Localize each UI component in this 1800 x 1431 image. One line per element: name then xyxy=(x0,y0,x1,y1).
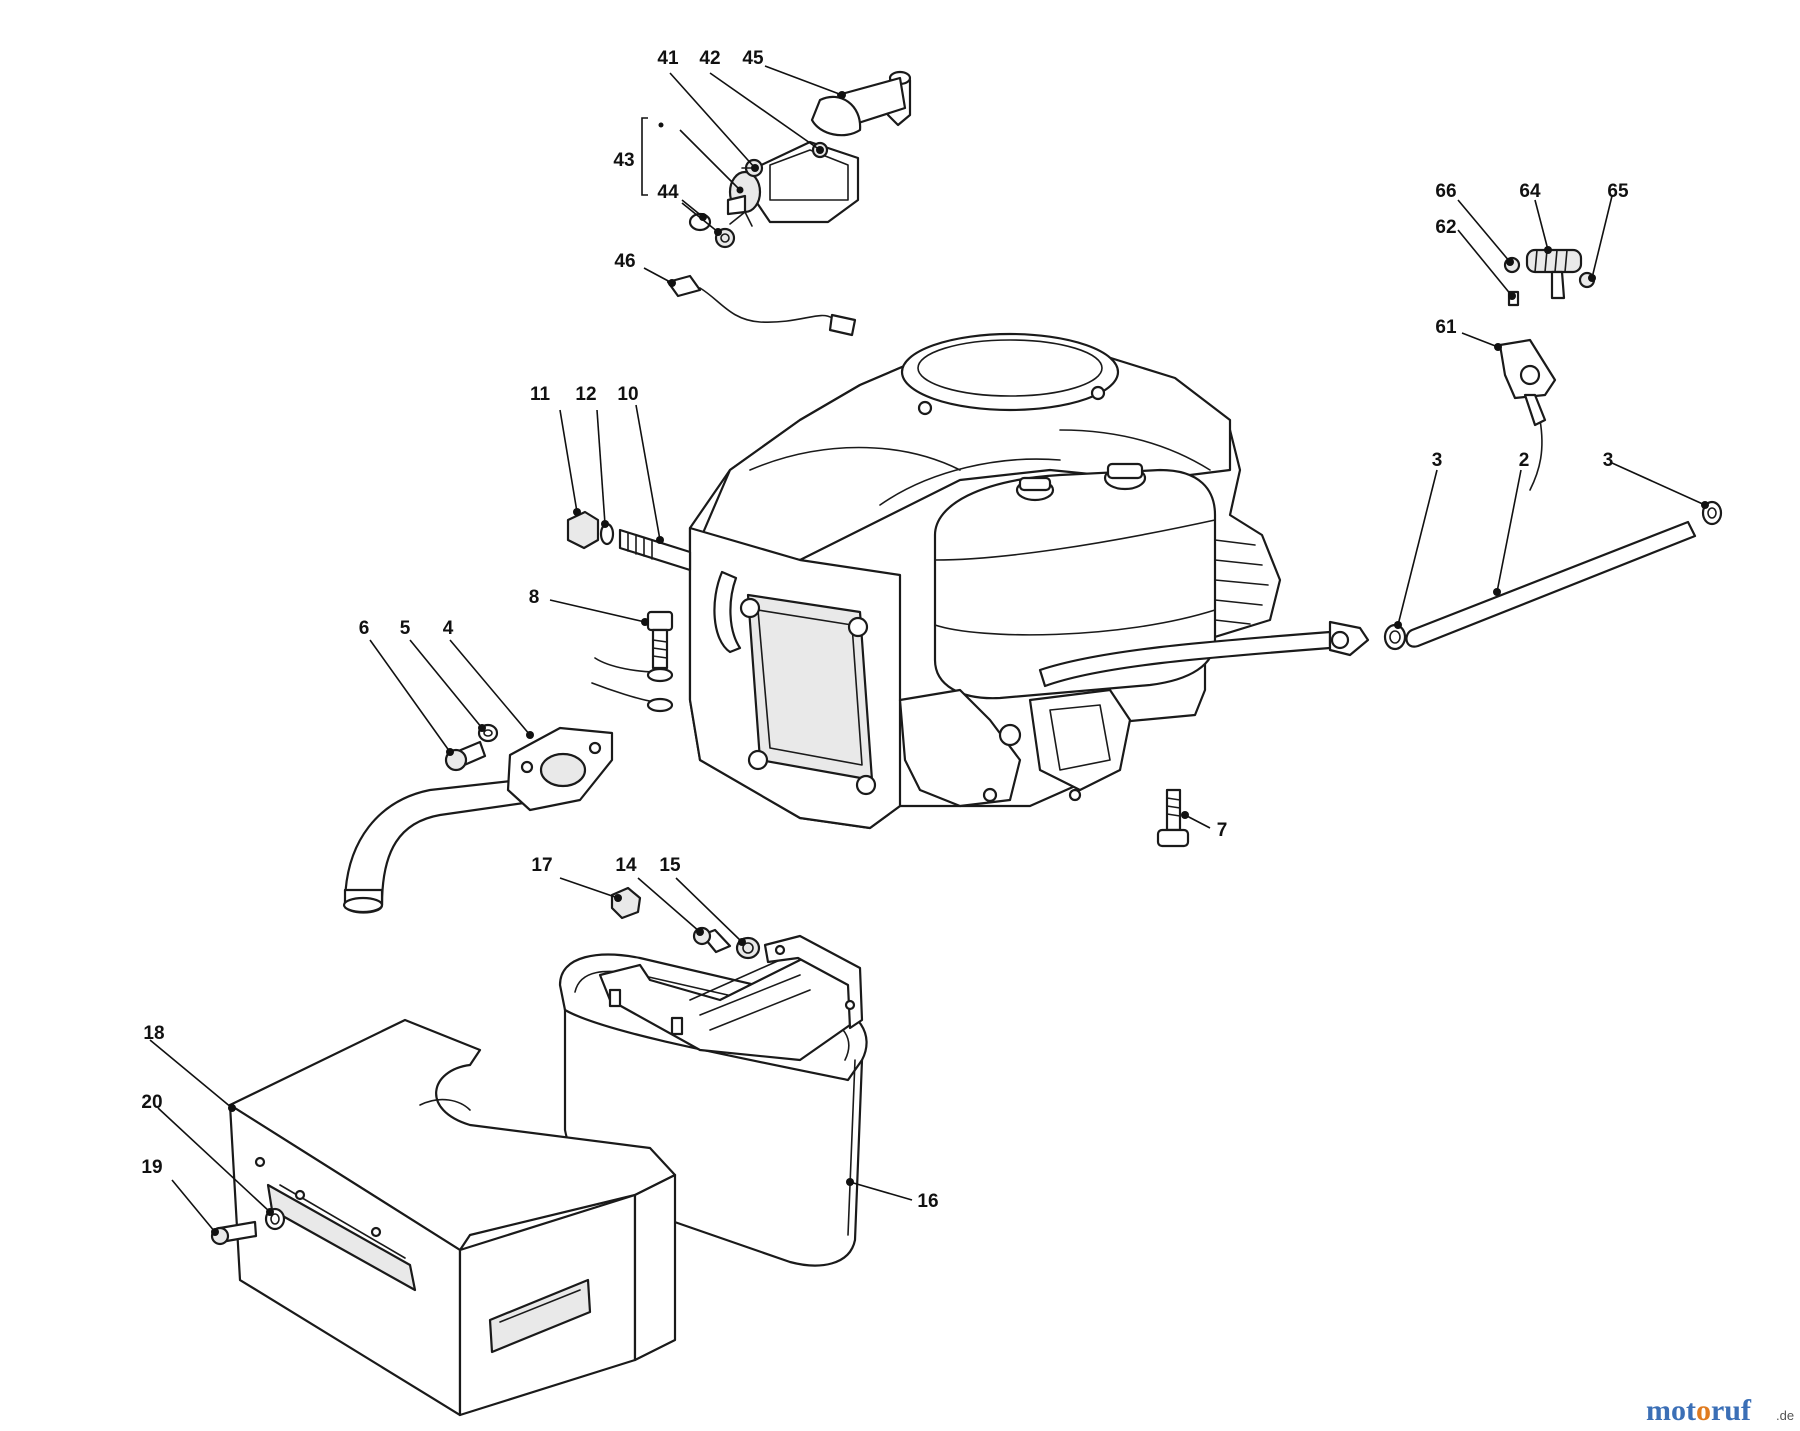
leader-46 xyxy=(643,267,673,284)
callout-43: 43 xyxy=(613,150,634,171)
callout-66: 66 xyxy=(1435,181,1456,202)
callout-15: 15 xyxy=(659,855,681,876)
leader-45 xyxy=(764,65,843,96)
callout-3-right: 3 xyxy=(1603,450,1614,471)
bolt-7 xyxy=(1156,788,1190,848)
leader-44 xyxy=(681,199,704,218)
callout-44: 44 xyxy=(657,182,679,203)
callout-64: 64 xyxy=(1519,181,1541,202)
callout-45: 45 xyxy=(742,48,764,69)
callout-6: 6 xyxy=(359,618,370,639)
leader-12 xyxy=(596,409,606,525)
leader-42 xyxy=(709,72,821,151)
callout-10: 10 xyxy=(617,384,638,405)
fuel-line-assembly xyxy=(1038,500,1723,688)
callout-42: 42 xyxy=(699,48,720,69)
leader-65 xyxy=(1591,195,1613,279)
watermark-brand-part: ruf xyxy=(1711,1394,1752,1427)
leader-2 xyxy=(1496,469,1522,593)
fastener-group-14-15-17 xyxy=(610,886,761,960)
leader-43 xyxy=(679,129,741,191)
leader-17 xyxy=(559,877,619,899)
leader-41 xyxy=(669,72,756,169)
solenoid-assembly xyxy=(666,70,912,337)
exhaust-pipe-assembly xyxy=(342,723,614,914)
callout-7: 7 xyxy=(1217,820,1228,841)
leader-10 xyxy=(635,404,661,541)
leader-20 xyxy=(157,1107,271,1213)
leader-61 xyxy=(1461,332,1499,348)
bolt-8-assembly xyxy=(591,610,674,713)
engine-assembly xyxy=(688,332,1282,830)
callout-18: 18 xyxy=(143,1023,164,1044)
callout-11: 11 xyxy=(530,384,551,405)
callout-65: 65 xyxy=(1607,181,1629,202)
callout-62: 62 xyxy=(1435,217,1456,238)
leader-8 xyxy=(549,599,646,623)
callout-16: 16 xyxy=(917,1191,938,1212)
callout-3-left: 3 xyxy=(1432,450,1443,471)
callout-46: 46 xyxy=(614,251,635,272)
leader-4 xyxy=(449,639,531,736)
leader-16 xyxy=(849,1181,913,1201)
watermark-suffix: .de xyxy=(1776,1408,1794,1423)
leader-6 xyxy=(369,639,451,753)
callout-17: 17 xyxy=(531,855,552,876)
leader-18 xyxy=(149,1039,233,1109)
callout-61: 61 xyxy=(1435,317,1457,338)
leader-14 xyxy=(637,877,701,933)
leader-5 xyxy=(409,639,483,729)
bracket-43 xyxy=(641,117,648,196)
callout-4: 4 xyxy=(443,618,454,639)
leader-11 xyxy=(559,409,578,513)
leader-15 xyxy=(675,877,743,943)
callout-2: 2 xyxy=(1519,450,1530,471)
callout-19: 19 xyxy=(141,1157,162,1178)
callout-5: 5 xyxy=(400,618,411,639)
leader-64 xyxy=(1534,199,1549,251)
motoruf-watermark: motoruf .de xyxy=(1646,1394,1794,1427)
leader-lines xyxy=(149,65,1709,1236)
callout-41: 41 xyxy=(657,48,679,69)
exhaust-stud-assembly xyxy=(566,510,692,572)
leader-62 xyxy=(1457,229,1513,297)
leader-66 xyxy=(1457,199,1511,263)
shield-box-assembly xyxy=(210,1018,677,1417)
watermark-brand-part: o xyxy=(1696,1394,1711,1427)
leader-3b xyxy=(1611,462,1706,506)
callout-20: 20 xyxy=(141,1092,162,1113)
leader-7 xyxy=(1184,814,1211,829)
leader-3a xyxy=(1397,469,1438,626)
watermark-brand: motoruf xyxy=(1646,1394,1752,1427)
callout-12: 12 xyxy=(575,384,596,405)
callout-labels: 41 42 45 43 44 46 66 64 65 62 61 11 12 1… xyxy=(141,48,1629,1212)
leader-19 xyxy=(171,1179,216,1233)
callout-14: 14 xyxy=(615,855,637,876)
callout-8: 8 xyxy=(529,587,540,608)
throttle-control-assembly xyxy=(1498,248,1596,491)
watermark-brand-part: mot xyxy=(1646,1394,1696,1427)
